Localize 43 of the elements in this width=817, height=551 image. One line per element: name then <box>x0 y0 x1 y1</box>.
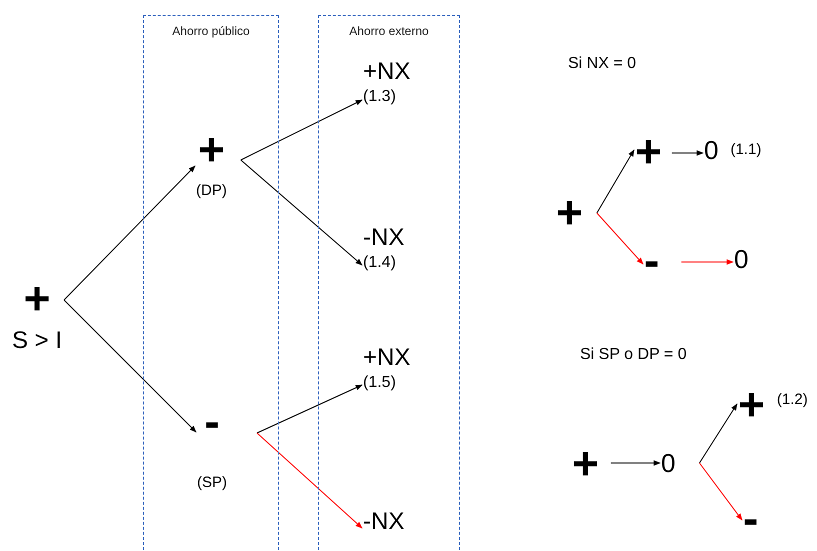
dashed-column <box>318 15 460 551</box>
case-label: (1.5) <box>363 373 396 393</box>
dashed-column <box>143 15 279 551</box>
column-title: Ahorro externo <box>348 23 430 40</box>
sign-symbol: + <box>24 278 50 318</box>
arrow <box>698 462 742 521</box>
arrow <box>671 150 704 156</box>
sign-symbol: + <box>635 131 662 171</box>
term-label: -NX <box>363 223 404 253</box>
arrow <box>698 403 738 464</box>
term-label: +NX <box>363 57 410 87</box>
arrow <box>596 149 634 214</box>
column-title: Ahorro público <box>171 23 251 40</box>
value-label: 0 <box>704 134 718 166</box>
case-label: (1.4) <box>363 253 396 273</box>
condition-label: Si SP o DP = 0 <box>580 345 687 365</box>
arrow <box>64 166 196 300</box>
arrow <box>256 432 363 528</box>
arrow <box>680 259 734 265</box>
case-label: (1.3) <box>363 87 396 107</box>
sign-symbol: - <box>204 401 220 441</box>
term-label: -NX <box>363 507 404 537</box>
case-label: S > I <box>12 326 62 356</box>
value-label: 0 <box>734 243 748 275</box>
sign-symbol: + <box>572 443 599 483</box>
case-label: (SP) <box>197 473 227 493</box>
arrow <box>256 384 363 434</box>
case-label: (DP) <box>196 181 227 201</box>
arrow <box>240 100 363 160</box>
arrow <box>596 212 644 265</box>
sign-symbol: - <box>644 240 660 280</box>
case-label: (1.1) <box>730 140 762 160</box>
arrow <box>610 460 661 466</box>
condition-label: Si NX = 0 <box>568 54 636 74</box>
case-label: (1.2) <box>776 390 808 410</box>
arrow <box>240 160 363 266</box>
arrow <box>64 300 196 432</box>
term-label: +NX <box>363 343 410 373</box>
sign-symbol: + <box>556 192 583 232</box>
sign-symbol: - <box>743 498 758 538</box>
sign-symbol: + <box>738 384 765 424</box>
sign-symbol: + <box>198 129 225 169</box>
value-label: 0 <box>661 447 676 479</box>
